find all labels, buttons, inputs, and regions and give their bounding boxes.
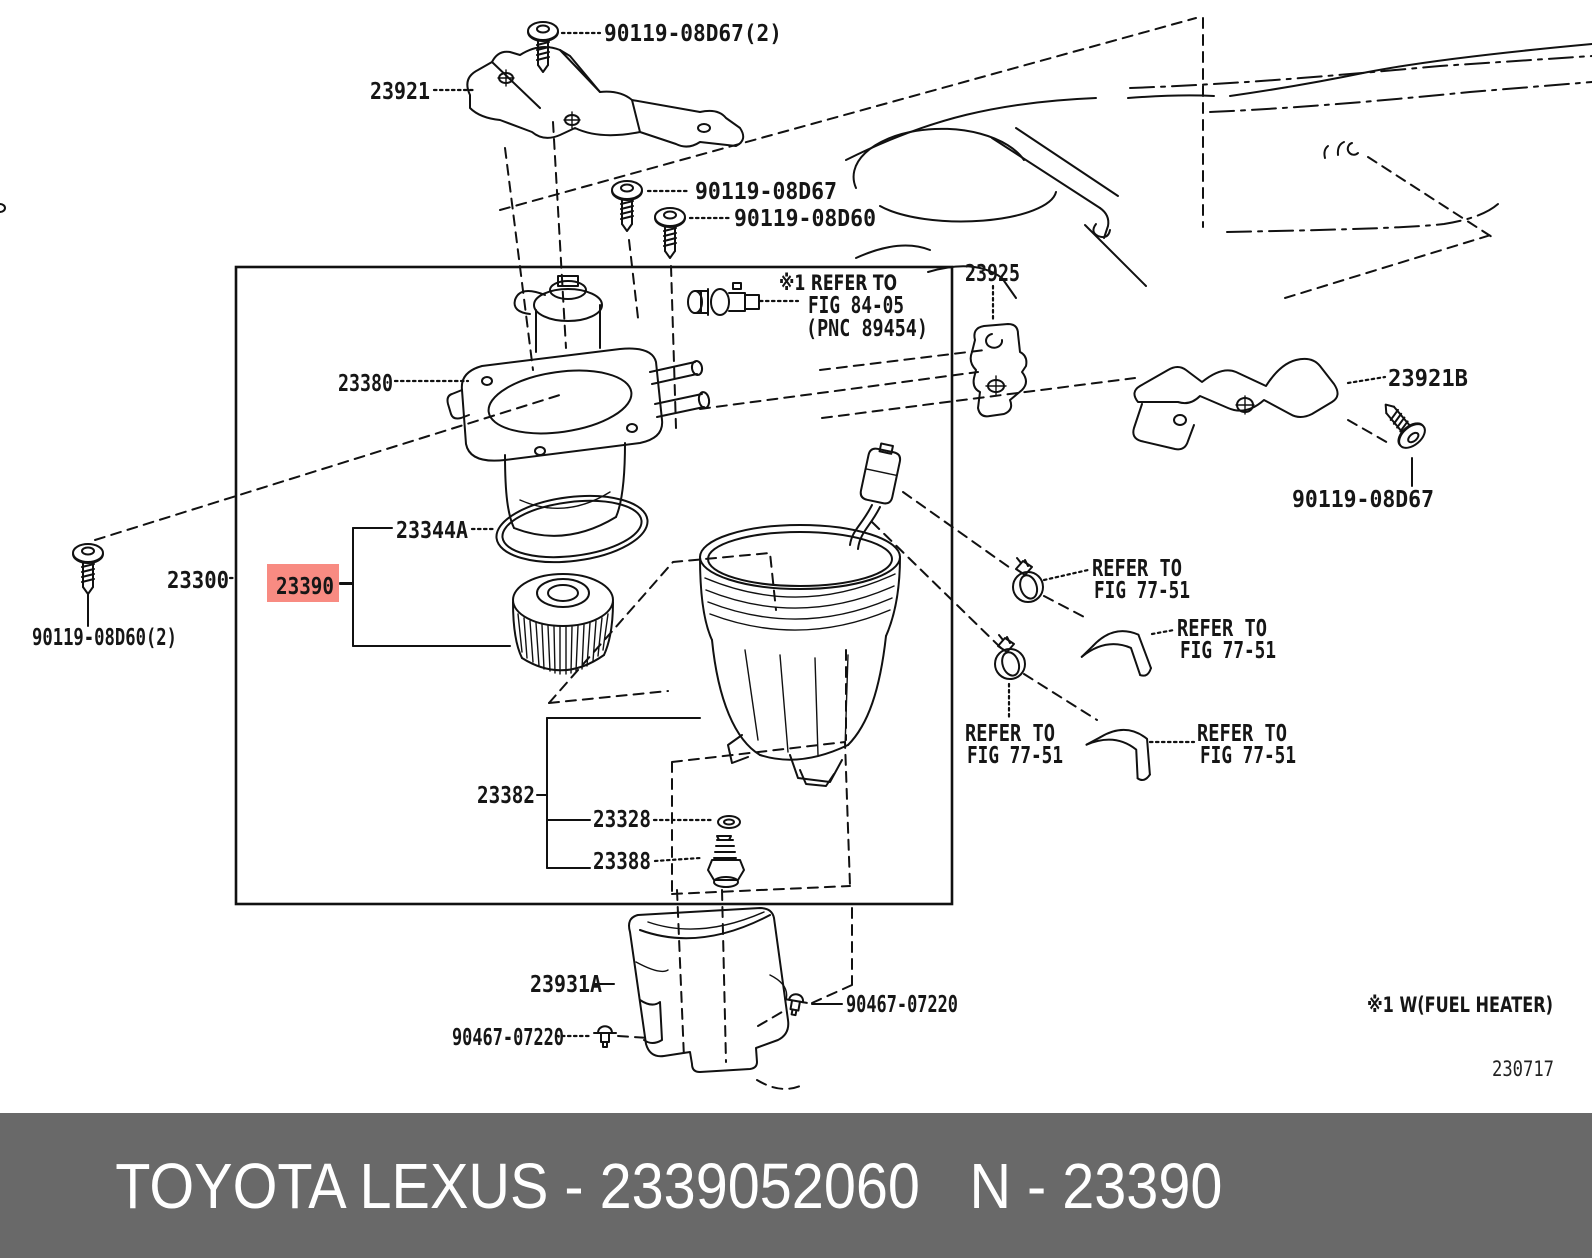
part-label-90467-07220-left[interactable]: 90467-07220 <box>452 1025 564 1051</box>
gasket-23328-drawing <box>717 815 741 829</box>
assembly-frame-box <box>234 265 954 906</box>
note-refer-a2: FIG 77-51 <box>1094 578 1190 604</box>
label-bracket-lines <box>339 527 843 1005</box>
clip-icon-left <box>593 1025 617 1048</box>
bracket-23925-drawing <box>969 323 1028 418</box>
fuel-heater-sensor-drawing <box>687 282 760 316</box>
bracket-23921b-drawing <box>1132 357 1339 451</box>
dotted-leader-lines <box>228 31 1387 1038</box>
note-refer-c1: REFER TO <box>965 721 1055 747</box>
bolt-icon-right <box>1373 393 1431 454</box>
filter-element-23390-drawing <box>512 573 614 675</box>
part-label-23390-highlighted[interactable]: 23390 <box>276 574 334 600</box>
part-label-90119-08d67-a[interactable]: 90119-08D67 <box>695 179 837 205</box>
oring-23344a-drawing <box>495 494 649 564</box>
part-label-23388[interactable]: 23388 <box>593 849 651 875</box>
part-label-23931a[interactable]: 23931A <box>530 972 602 998</box>
footer-brand-part-text: TOYOTA LEXUS - 2339052060 <box>115 1149 920 1222</box>
part-label-90467-07220-right[interactable]: 90467-07220 <box>846 992 958 1018</box>
part-label-23921b[interactable]: 23921B <box>1388 366 1468 392</box>
bolt-icon-mid2 <box>654 207 686 259</box>
note-fig84-05-line3: (PNC 89454) <box>806 316 928 342</box>
part-label-23328[interactable]: 23328 <box>593 807 651 833</box>
part-label-90119-08d60-2[interactable]: 90119-08D60(2) <box>32 625 177 651</box>
bolt-icon-left <box>72 543 104 595</box>
filter-case-23382-drawing <box>699 442 902 787</box>
part-label-90119-08d67-b[interactable]: 90119-08D67 <box>1292 487 1434 513</box>
drain-plug-23388-drawing <box>707 835 745 888</box>
highlight-box <box>267 564 339 602</box>
hose-clamp-icon-a <box>1012 557 1044 603</box>
part-label-90119-08d60[interactable]: 90119-08D60 <box>734 206 876 232</box>
bracket-23921-drawing <box>466 45 745 148</box>
doc-number: 230717 <box>1492 1057 1554 1081</box>
hose-clamp-icon-b <box>994 634 1026 680</box>
part-label-23300[interactable]: 23300 <box>167 568 229 594</box>
part-label-23344a[interactable]: 23344A <box>396 518 468 544</box>
bolt-icon-mid1 <box>611 180 643 232</box>
footer-banner: TOYOTA LEXUS - 2339052060 N - 23390 <box>0 1113 1592 1258</box>
note-refer-d2: FIG 77-51 <box>1200 743 1296 769</box>
vehicle-frame-art <box>0 17 1592 299</box>
note-fig84-05-line1: ※1 REFER TO <box>779 271 897 295</box>
note-fuel-heater: ※1 W(FUEL HEATER) <box>1367 993 1553 1017</box>
note-refer-d1: REFER TO <box>1197 721 1287 747</box>
note-refer-a1: REFER TO <box>1092 556 1182 582</box>
parts-diagram: 90119-08D67(2) 23921 90119-08D67 90119-0… <box>0 17 1592 1090</box>
part-label-23380[interactable]: 23380 <box>338 371 393 397</box>
part-label-23921[interactable]: 23921 <box>370 79 430 105</box>
hose-icon-a <box>1079 625 1156 678</box>
note-refer-b2: FIG 77-51 <box>1180 638 1276 664</box>
part-label-23382[interactable]: 23382 <box>477 783 535 809</box>
note-refer-b1: REFER TO <box>1177 616 1267 642</box>
hose-icon-b <box>1080 715 1164 784</box>
note-fig84-05-line2: FIG 84-05 <box>808 293 904 319</box>
part-label-90119-08d67-2[interactable]: 90119-08D67(2) <box>604 21 782 47</box>
part-label-23925[interactable]: 23925 <box>965 261 1020 287</box>
cover-23931a-drawing <box>628 907 790 1073</box>
footer-part-ref-text: N - 23390 <box>969 1149 1223 1222</box>
note-refer-c2: FIG 77-51 <box>967 743 1063 769</box>
